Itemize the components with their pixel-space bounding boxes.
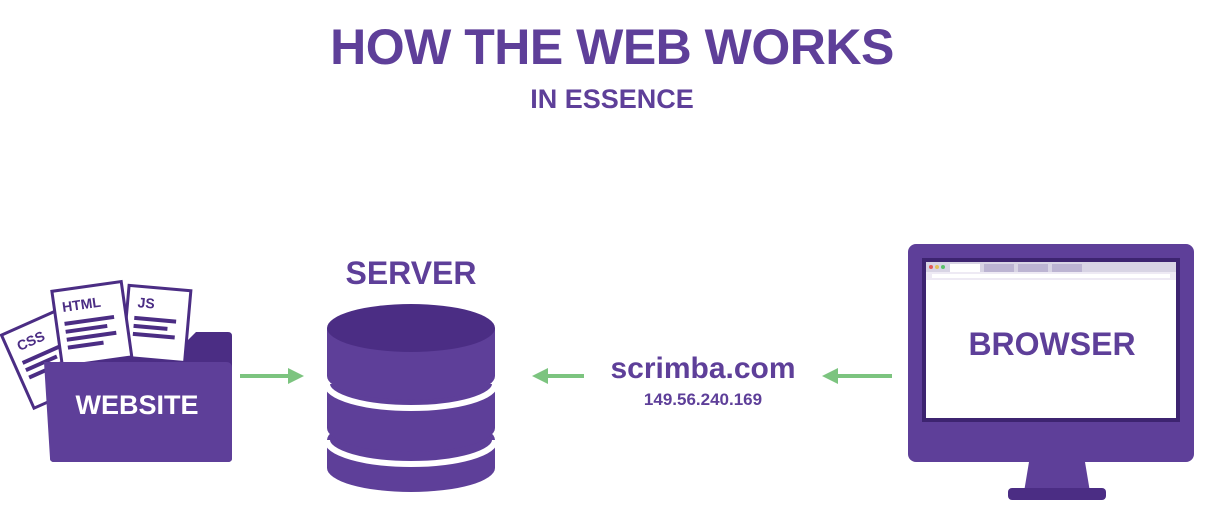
browser-label: BROWSER (968, 326, 1135, 362)
js-file-label: JS (137, 294, 155, 311)
html-file-icon: HTML (50, 279, 134, 369)
server-label: SERVER (345, 255, 476, 291)
website-label: WEBSITE (75, 390, 198, 420)
ip-address: 149.56.240.169 (644, 390, 762, 409)
arrow-right-icon (240, 368, 304, 384)
website-folder: CSS JS HTML WEBSITE (0, 279, 232, 462)
browser-monitor: BROWSER (908, 244, 1194, 500)
html-file-label: HTML (61, 294, 102, 315)
diagram-title: HOW THE WEB WORKS (330, 19, 894, 75)
folder-front-icon (44, 362, 232, 462)
monitor-icon (908, 244, 1194, 500)
diagram-subtitle: IN ESSENCE (530, 84, 694, 114)
database-icon (324, 304, 498, 492)
server: SERVER (324, 255, 498, 492)
domain-name: scrimba.com (610, 352, 795, 385)
arrow-left-icon (822, 368, 892, 384)
js-file-icon: JS (121, 283, 193, 365)
arrow-left-icon (532, 368, 584, 384)
